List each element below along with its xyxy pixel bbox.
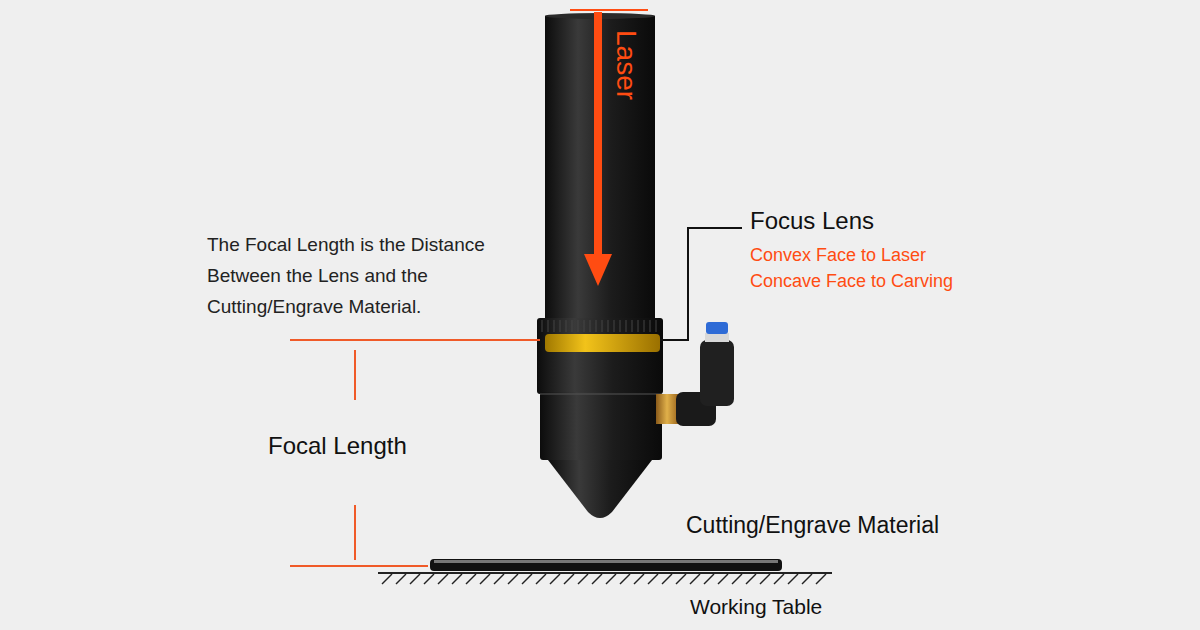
brass-fitting [656, 394, 678, 424]
nozzle-cone [548, 460, 652, 518]
knurling [542, 320, 656, 332]
lens-orientation-note: Convex Face to Laser [750, 245, 926, 267]
nozzle-body [540, 392, 662, 460]
material-plate [430, 559, 782, 571]
laser-arrow [570, 10, 648, 286]
blue-push-ring [706, 322, 728, 334]
table-hatching [382, 574, 826, 584]
focus-lens-title: Focus Lens [750, 207, 874, 236]
leader-line [660, 228, 742, 340]
lens-collar [537, 318, 663, 394]
part-label: Working Table [690, 594, 822, 619]
laser-label: Laser [610, 30, 641, 100]
material-highlight [434, 560, 778, 563]
focal-length-explanation: The Focal Length is the Distance Between… [207, 229, 525, 322]
focus-lens-band [545, 334, 660, 352]
elbow-fitting-up [700, 340, 734, 406]
working-table [378, 572, 832, 574]
dimension-label: Focal Length [268, 432, 407, 461]
push-collar [705, 333, 729, 342]
seam [540, 394, 662, 395]
lens-orientation-note: Concave Face to Carving [750, 271, 953, 293]
part-label: Cutting/Engrave Material [686, 512, 939, 540]
